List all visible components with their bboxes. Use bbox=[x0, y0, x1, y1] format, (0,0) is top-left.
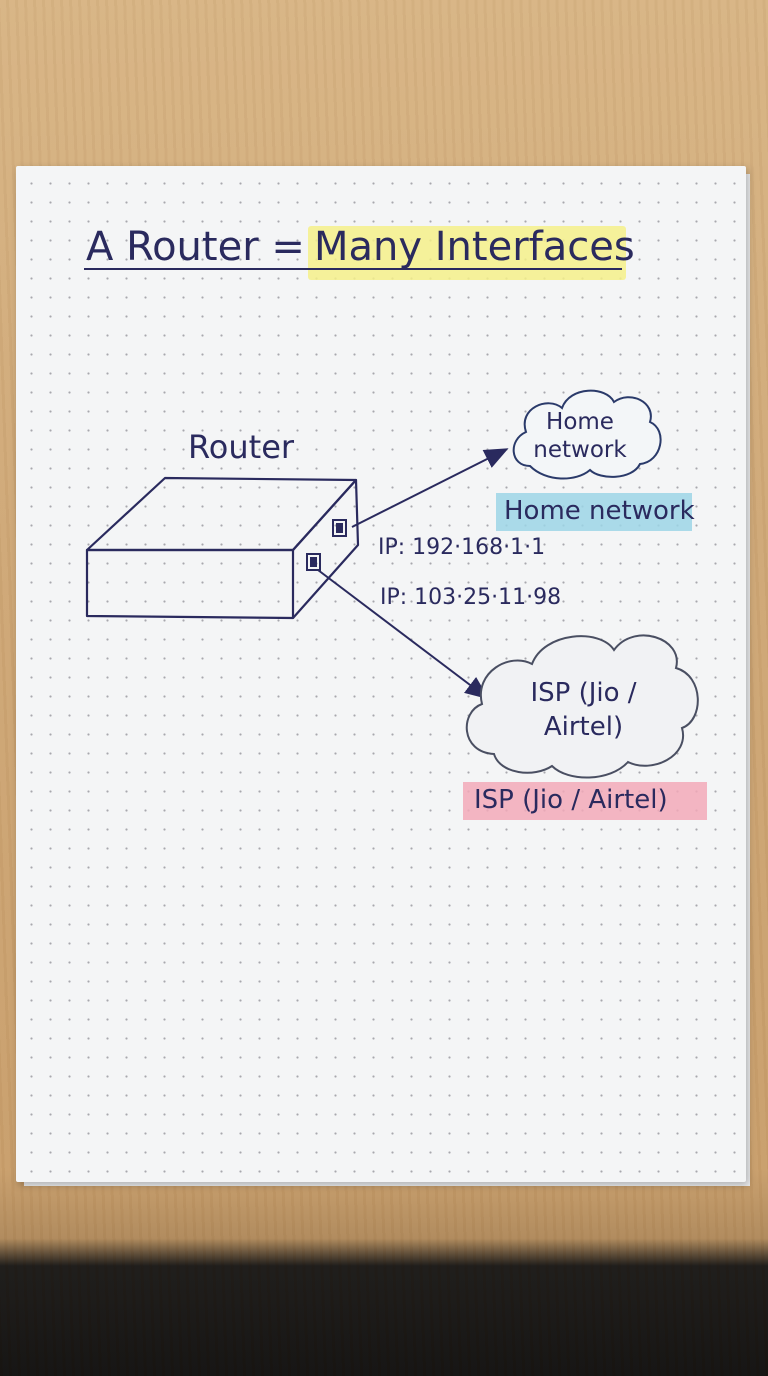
home-network-ip: IP: 192·168·1·1 bbox=[378, 535, 546, 560]
home-network-label: Home network bbox=[504, 496, 695, 526]
router-ports bbox=[306, 519, 347, 571]
isp-label: ISP (Jio / Airtel) bbox=[474, 785, 668, 815]
home-network-cloud bbox=[512, 389, 662, 480]
router-box bbox=[85, 476, 360, 620]
port-upper bbox=[332, 519, 347, 537]
home-network-cloud-label: Home network bbox=[533, 409, 627, 463]
isp-ip: IP: 103·25·11·98 bbox=[380, 585, 562, 610]
title-underline bbox=[84, 268, 622, 270]
title-highlighted-text: Many Interfaces bbox=[314, 224, 635, 270]
isp-highlight bbox=[463, 782, 707, 820]
arrow-to-home-network bbox=[351, 448, 509, 528]
isp-cloud bbox=[465, 634, 699, 779]
home-network-highlight bbox=[496, 493, 692, 531]
isp-cloud-text: ISP (Jio / Airtel) bbox=[496, 676, 671, 744]
arrow-to-isp bbox=[317, 569, 490, 700]
router-label: Router bbox=[188, 428, 295, 466]
title-highlight bbox=[308, 226, 626, 280]
port-lower bbox=[306, 553, 321, 571]
title-left-text: A Router = bbox=[86, 224, 305, 270]
isp-cloud-label: ISP (Jio / Airtel) bbox=[530, 678, 637, 742]
home-network-cloud-text: Home network bbox=[530, 408, 630, 464]
